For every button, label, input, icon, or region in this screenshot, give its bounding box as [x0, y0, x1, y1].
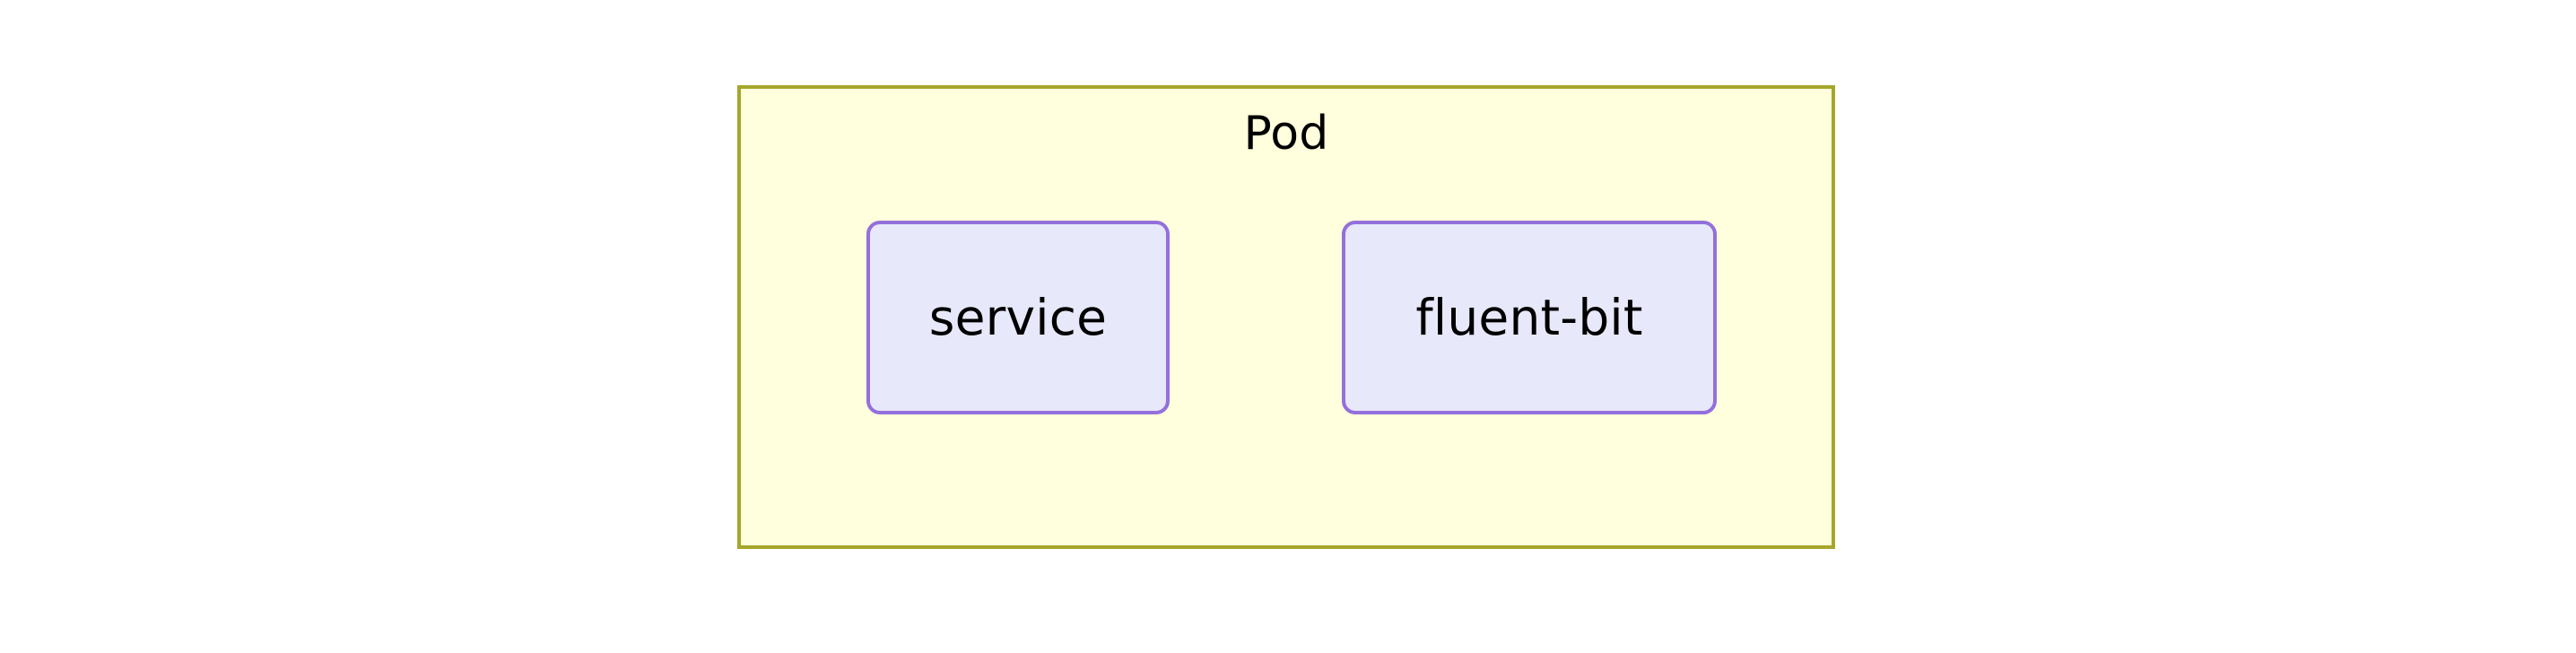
- node-fluent-bit[interactable]: fluent-bit: [1342, 221, 1717, 414]
- node-fluent-bit-label: fluent-bit: [1415, 288, 1643, 346]
- cluster-pod[interactable]: Pod service fluent-bit: [737, 85, 1835, 549]
- node-service[interactable]: service: [866, 221, 1170, 414]
- node-service-label: service: [928, 288, 1108, 346]
- cluster-pod-title: Pod: [1243, 107, 1329, 161]
